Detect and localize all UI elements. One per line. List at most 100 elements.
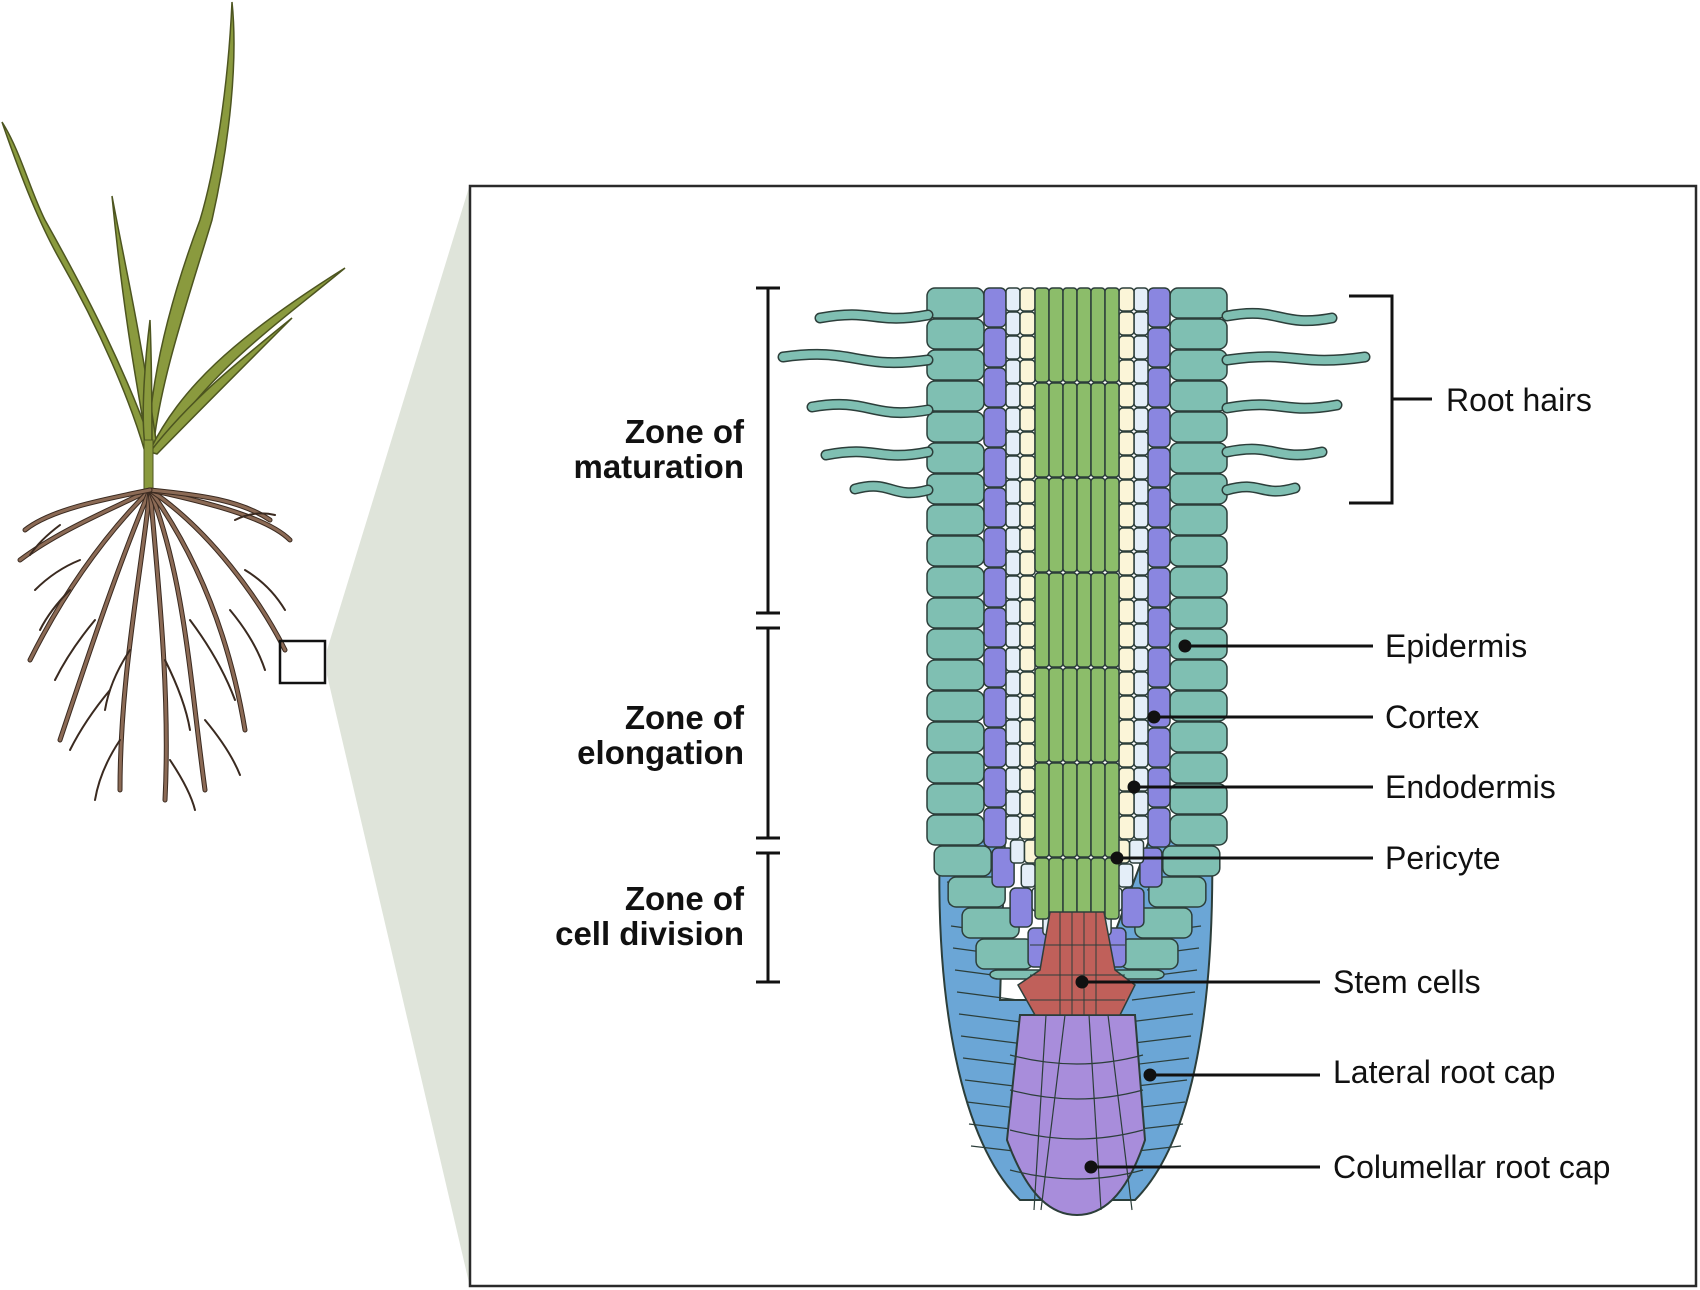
epidermis-cell	[926, 566, 985, 598]
vascular-cell	[1090, 572, 1106, 668]
root-branch-fill	[148, 488, 287, 652]
leader-endodermis	[1127, 780, 1373, 794]
pericyte-cell	[1019, 383, 1036, 408]
endodermis-cell	[1005, 311, 1021, 336]
epidermis-cell	[1148, 876, 1207, 908]
label-cortex: Cortex	[1385, 699, 1479, 735]
label-lateral-root-cap: Lateral root cap	[1333, 1054, 1555, 1090]
cortex-cell	[1147, 527, 1171, 568]
vascular-cell	[1062, 287, 1078, 383]
epidermis-cell	[1169, 659, 1228, 691]
pericyte-cell	[1019, 551, 1036, 576]
endodermis-cell	[1005, 407, 1021, 432]
lateral-root-cap-cell	[1128, 1013, 1194, 1023]
root-hair-fill	[816, 310, 932, 323]
pericyte-cell	[1019, 455, 1036, 480]
cortex-cell	[1147, 727, 1171, 768]
endodermis-cell	[1133, 503, 1149, 528]
epidermis-cell	[1169, 473, 1228, 505]
epidermis-cell	[975, 938, 1034, 970]
endodermis-cell	[1133, 287, 1149, 312]
columella-cell-wall	[1009, 1169, 1144, 1180]
vascular-cell	[1076, 762, 1092, 858]
vascular-cell	[1090, 762, 1106, 858]
endodermis-cell	[1005, 527, 1021, 552]
epidermis-cell	[926, 411, 985, 443]
endodermis-cell	[1133, 791, 1149, 816]
epidermis-cell	[1169, 628, 1228, 660]
vascular-cell	[1076, 857, 1092, 920]
endodermis-cell	[1005, 479, 1021, 504]
pericyte-cell	[1019, 599, 1036, 624]
lateral-root	[189, 619, 236, 701]
lateral-root	[54, 619, 96, 681]
label-columellar-root-cap: Columellar root cap	[1333, 1149, 1610, 1185]
endodermis-cell	[1133, 407, 1149, 432]
endodermis-cell	[1020, 863, 1037, 888]
endodermis-cell	[1133, 383, 1149, 408]
zone-division-line2: cell division	[555, 915, 744, 952]
epidermis-cell	[926, 287, 985, 319]
epidermis-cell	[926, 535, 985, 567]
endodermis-cell	[1005, 767, 1021, 792]
pericyte-cell	[1019, 575, 1036, 600]
epidermis-cell	[933, 845, 992, 877]
cortex-cell	[983, 407, 1007, 448]
epidermis-cell	[926, 814, 985, 846]
endodermis-cell	[1133, 311, 1149, 336]
vascular-cell	[1090, 477, 1106, 573]
pericyte-cell	[1019, 503, 1036, 528]
epidermis-cell	[1169, 597, 1228, 629]
pericyte-cell	[1019, 623, 1036, 648]
root-hair-fill	[1223, 482, 1299, 496]
vascular-cell	[1034, 667, 1050, 763]
endodermis-cell	[1133, 359, 1149, 384]
epidermis-cell	[926, 597, 985, 629]
pericyte-cell	[1019, 527, 1036, 552]
lateral-root	[104, 649, 131, 711]
zone-maturation-line2: maturation	[573, 448, 744, 485]
lateral-root	[29, 524, 61, 556]
leader-pericyte	[1110, 851, 1373, 865]
cortex-cell	[983, 567, 1007, 608]
pericyte-cell	[1118, 575, 1135, 600]
vascular-cell	[1104, 857, 1120, 920]
root-hair-fill	[822, 447, 932, 460]
root-branch-fill	[148, 488, 207, 792]
root-hair-fill	[851, 482, 932, 497]
endodermis-cell	[1005, 335, 1021, 360]
epidermis-cell	[1120, 938, 1179, 970]
cortex-cell	[1147, 407, 1171, 448]
endodermis-cell	[1005, 599, 1021, 624]
endodermis-cell	[1133, 743, 1149, 768]
pericyte-cell	[1019, 287, 1036, 312]
lateral-root-cap-cell	[1131, 991, 1196, 1001]
root-hair-fill	[1223, 352, 1369, 365]
cortex-cell	[983, 327, 1007, 368]
endodermis-cell	[1005, 695, 1021, 720]
columella-cell-wall	[1009, 1089, 1144, 1100]
epidermis-cell	[1169, 411, 1228, 443]
epidermis-cell	[926, 721, 985, 753]
plant-icon	[1, 1, 346, 811]
cortex-cell	[1009, 887, 1033, 928]
vascular-cell	[1076, 667, 1092, 763]
root-hairs	[777, 307, 1371, 499]
vascular-cell	[1076, 572, 1092, 668]
cortex-cell	[1147, 287, 1171, 328]
vascular-cell	[1062, 857, 1078, 920]
columella-cell-wall	[1107, 1014, 1133, 1211]
zone-bracket-division	[756, 851, 780, 984]
pericyte-cell	[1118, 407, 1135, 432]
epidermis-cell	[926, 752, 985, 784]
pericyte-cell	[1019, 767, 1036, 792]
leader-epidermis	[1178, 639, 1373, 653]
vascular-cell	[1034, 382, 1050, 478]
columella-cell-wall	[1009, 1054, 1144, 1065]
pericyte-cell	[1118, 527, 1135, 552]
endodermis-cell	[1005, 719, 1021, 744]
pericyte-cell	[1019, 479, 1036, 504]
epidermis-cell	[1169, 566, 1228, 598]
zone-elongation-line2: elongation	[577, 734, 744, 771]
root-branch-fill	[148, 488, 292, 542]
